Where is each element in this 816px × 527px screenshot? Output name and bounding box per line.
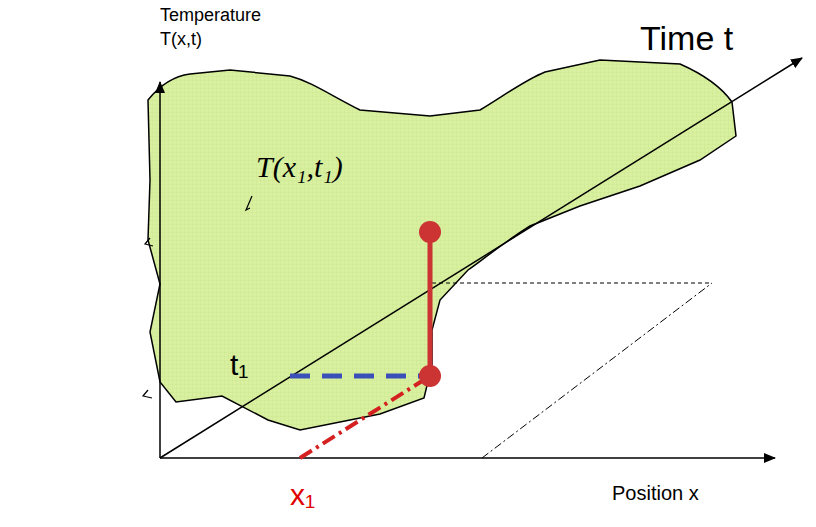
temperature-surface bbox=[148, 60, 736, 430]
temperature-axis bbox=[159, 82, 161, 458]
surface-point bbox=[419, 221, 441, 243]
axis-title: T(x,t) bbox=[160, 30, 202, 50]
point-label: T(x₁,t₁) bbox=[256, 150, 343, 183]
x1-guide bbox=[300, 376, 430, 458]
axis-title: Position x bbox=[612, 482, 699, 504]
temperature-bar bbox=[428, 232, 433, 376]
point-label: x₁ bbox=[290, 478, 315, 511]
point-label: t₁ bbox=[230, 348, 248, 381]
axis-title: Time t bbox=[640, 20, 733, 57]
axis-title: Temperature bbox=[160, 6, 261, 26]
leader-line bbox=[246, 196, 252, 210]
position-axis bbox=[160, 457, 775, 459]
surface-notch bbox=[145, 238, 153, 246]
guide-line bbox=[482, 283, 712, 458]
surface-notch bbox=[143, 390, 152, 398]
base-point bbox=[419, 365, 441, 387]
time-axis bbox=[160, 58, 802, 458]
guide-line bbox=[432, 283, 712, 284]
t1-guide bbox=[290, 374, 420, 379]
